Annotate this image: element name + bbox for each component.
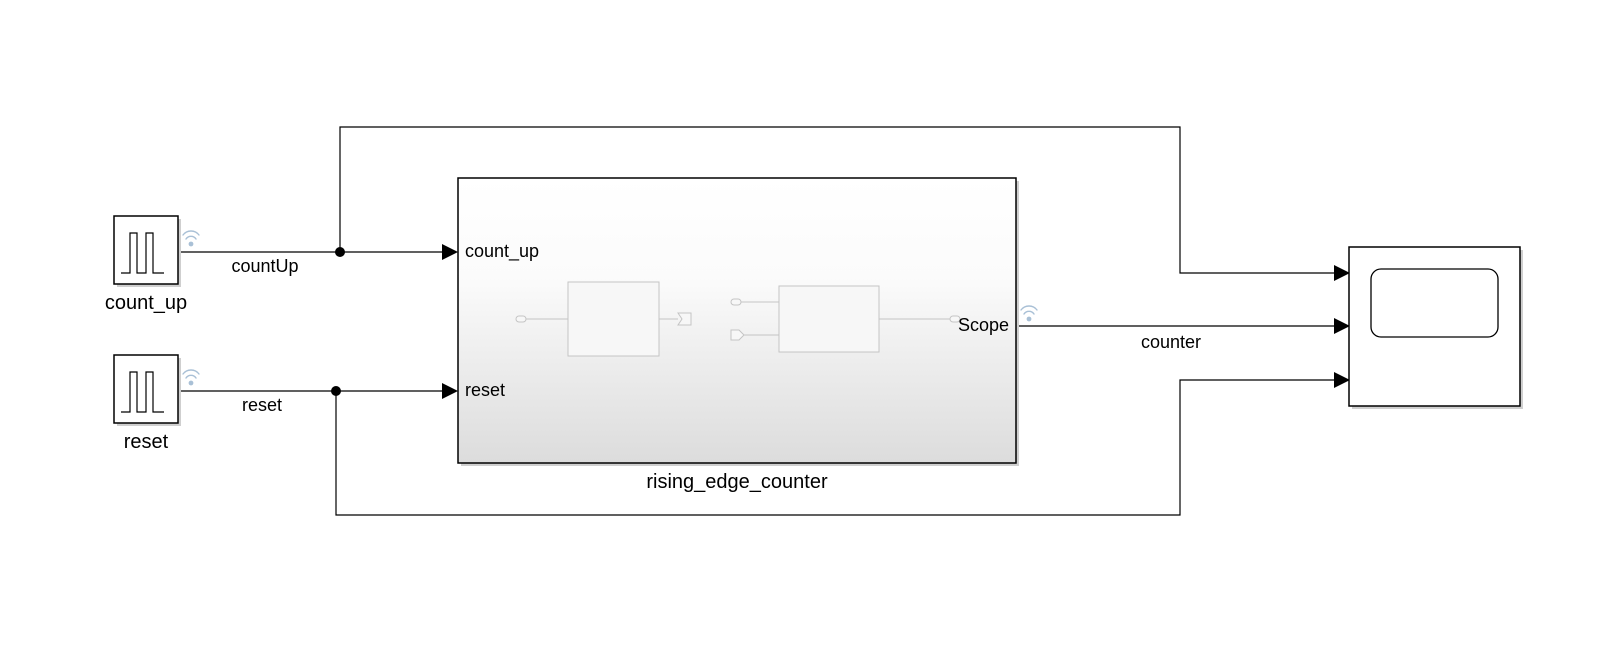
from-preview-icon xyxy=(730,329,745,341)
branch-point-count-up[interactable] xyxy=(335,247,345,257)
pulse-generator-count-up[interactable] xyxy=(113,215,181,287)
inport-label-count-up: count_up xyxy=(465,241,539,262)
pulse-generator-reset[interactable] xyxy=(113,354,181,426)
wire-count-up-to-scope[interactable] xyxy=(339,126,1338,274)
wire-reset-to-scope[interactable] xyxy=(335,379,1338,516)
arrowhead-icon xyxy=(1334,265,1350,281)
arrowheads xyxy=(442,244,1350,399)
outport-preview-icon xyxy=(949,315,961,323)
arrowhead-icon xyxy=(1334,372,1350,388)
block-label-rising-edge-counter: rising_edge_counter xyxy=(646,471,828,493)
signal-label-counter[interactable]: counter xyxy=(1141,332,1201,352)
signal-label-count-up[interactable]: countUp xyxy=(231,256,298,276)
signal-logging-icon[interactable] xyxy=(182,369,200,386)
inport-preview-icon xyxy=(515,315,527,323)
signal-label-reset[interactable]: reset xyxy=(242,395,282,415)
signal-lines xyxy=(181,126,1338,516)
block-label-reset: reset xyxy=(124,431,169,453)
pulse-waveform-icon xyxy=(121,232,164,274)
subsystem-rising-edge-counter[interactable]: count_up reset Scope xyxy=(457,177,1019,466)
subsystem-preview xyxy=(515,281,961,357)
goto-preview-icon xyxy=(677,312,692,326)
arrowhead-icon xyxy=(442,383,458,399)
signal-logging-icon[interactable] xyxy=(182,230,200,247)
inport-label-reset: reset xyxy=(465,380,505,400)
inport-preview-icon xyxy=(730,298,742,306)
scope-block[interactable] xyxy=(1348,246,1523,409)
outport-label-scope: Scope xyxy=(958,315,1009,335)
branch-point-reset[interactable] xyxy=(331,386,341,396)
signal-logging-icon[interactable] xyxy=(1020,305,1038,322)
arrowhead-icon xyxy=(442,244,458,260)
block-label-count-up: count_up xyxy=(105,292,187,314)
arrowhead-icon xyxy=(1334,318,1350,334)
scope-screen-icon xyxy=(1370,268,1499,338)
pulse-waveform-icon xyxy=(121,371,164,413)
inner-block-preview xyxy=(567,281,660,357)
inner-block-preview xyxy=(778,285,880,353)
